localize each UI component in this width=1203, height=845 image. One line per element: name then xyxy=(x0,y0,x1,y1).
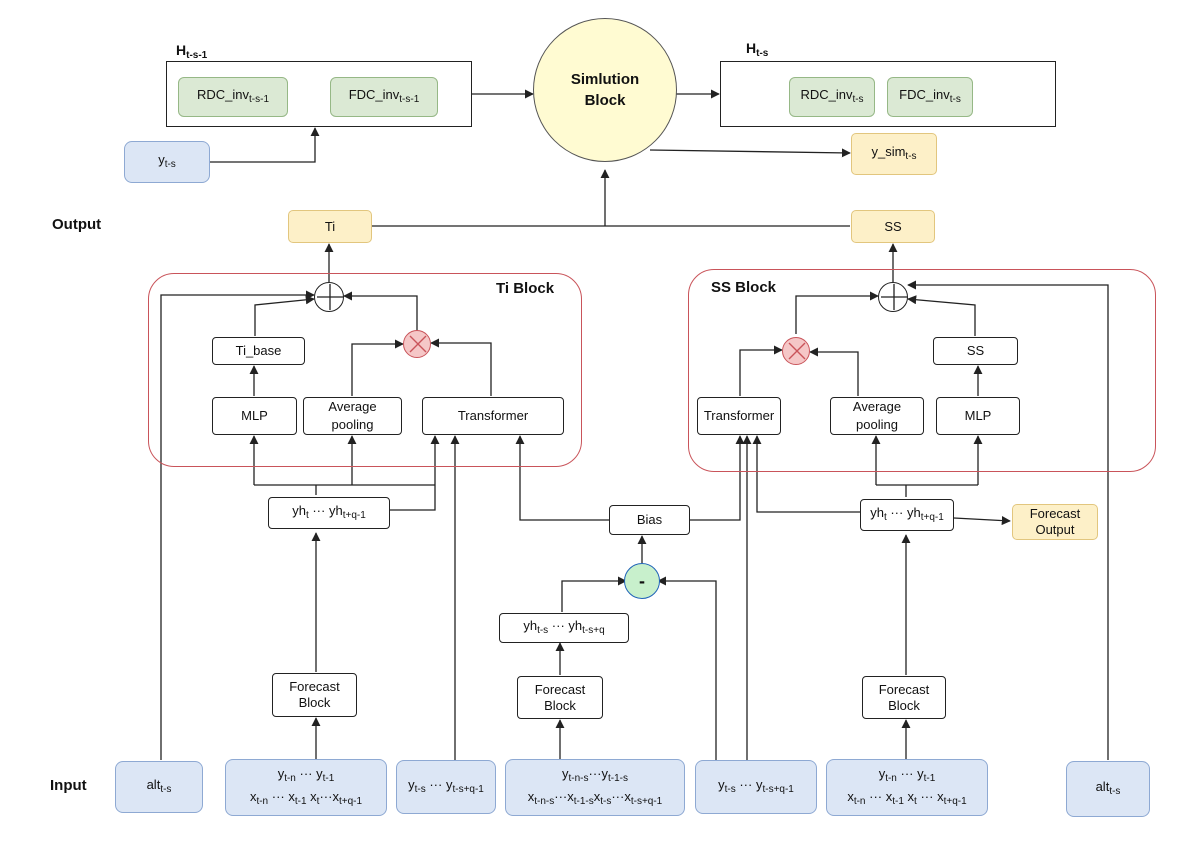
ss-block-title: SS Block xyxy=(711,279,777,296)
ss-output: SS xyxy=(851,210,935,243)
wire-yh-right-forecast xyxy=(953,516,1011,526)
input-row-label: Input xyxy=(50,777,87,794)
observed-seq-right: yt-s ··· yt-s+q-1 xyxy=(695,760,817,814)
wire-mul-to-sum xyxy=(343,291,418,334)
ss-transformer-box: Transformer xyxy=(697,397,781,435)
plus-icon xyxy=(881,284,907,310)
prev-state-title: Ht-s-1 xyxy=(176,42,208,61)
wire-bias-to-sstr xyxy=(690,435,745,521)
observed-seq-left: yt-s ··· yt-s+q-1 xyxy=(396,760,496,814)
bias-seq-box: yht-s ··· yht-s+q xyxy=(499,613,629,643)
ss-mlp-box: MLP xyxy=(936,397,1020,435)
forecast-seq-left: yht ··· yht+q-1 xyxy=(268,497,390,529)
subtract-op: - xyxy=(624,563,660,599)
ti-sum-op xyxy=(314,282,344,312)
ti-base-box: Ti_base xyxy=(212,337,305,365)
ti-multiply-op xyxy=(403,330,431,358)
wire-ys-right-to-minus xyxy=(657,576,717,760)
ti-block-title: Ti Block xyxy=(496,280,555,297)
next-fdc-box: FDC_invt-s xyxy=(887,77,973,117)
wire-alt-right xyxy=(907,280,1109,760)
ti-output: Ti xyxy=(288,210,372,243)
ti-block-frame xyxy=(148,273,582,467)
prev-fdc-box: FDC_invt-s-1 xyxy=(330,77,438,117)
input-history-left: yt-n ··· yt-1 xt-n ··· xt-1 xt···xt+q-1 xyxy=(225,759,387,816)
next-rdc-box: RDC_invt-s xyxy=(789,77,875,117)
input-history-middle: yt-n-s···yt-1-s xt-n-s···xt-1-sxt-s···xt… xyxy=(505,759,685,816)
ss-multiply-op xyxy=(782,337,810,365)
wire-ssbox-to-sum xyxy=(907,295,976,336)
wire-avg-to-mul xyxy=(351,339,404,396)
ss-box: SS xyxy=(933,337,1018,365)
multiply-icon xyxy=(409,335,427,353)
y-sim-output: y_simt-s xyxy=(851,133,937,175)
wire-tr-to-mul xyxy=(430,338,492,396)
forecast-seq-right: yht ··· yht+q-1 xyxy=(860,499,954,531)
wire-sim-to-ysim xyxy=(649,148,851,158)
bias-box: Bias xyxy=(609,505,690,535)
wire-yh-right-up xyxy=(876,484,978,497)
next-state-title: Ht-s xyxy=(746,40,769,59)
ti-mlp-box: MLP xyxy=(212,397,297,435)
wire-tibase-to-sum xyxy=(254,295,315,336)
ss-block-frame xyxy=(688,269,1156,472)
alt-input-left: altt-s xyxy=(115,761,203,813)
wire-yh-right-tr xyxy=(752,435,860,513)
wire-ssmul-to-sum xyxy=(795,291,879,334)
wire-sstr-to-mul xyxy=(739,345,783,396)
wire-yh-left-tr xyxy=(390,435,440,511)
input-history-right: yt-n ··· yt-1 xt-n ··· xt-1 xt ··· xt+q-… xyxy=(826,759,988,816)
plus-icon xyxy=(317,284,343,310)
wire-bias-to-titr xyxy=(515,435,609,521)
observed-y-input: yt-s xyxy=(124,141,210,183)
wire-yobs-to-prev xyxy=(209,127,320,163)
ti-transformer-box: Transformer xyxy=(422,397,564,435)
wire-seq-to-minus xyxy=(561,576,627,612)
alt-input-right: altt-s xyxy=(1066,761,1150,817)
multiply-icon xyxy=(788,342,806,360)
wire-ssavg-to-mul xyxy=(809,347,859,396)
output-row-label: Output xyxy=(52,216,102,233)
wire-yh-left-up xyxy=(254,484,435,495)
prev-rdc-box: RDC_invt-s-1 xyxy=(178,77,288,117)
ss-sum-op xyxy=(878,282,908,312)
